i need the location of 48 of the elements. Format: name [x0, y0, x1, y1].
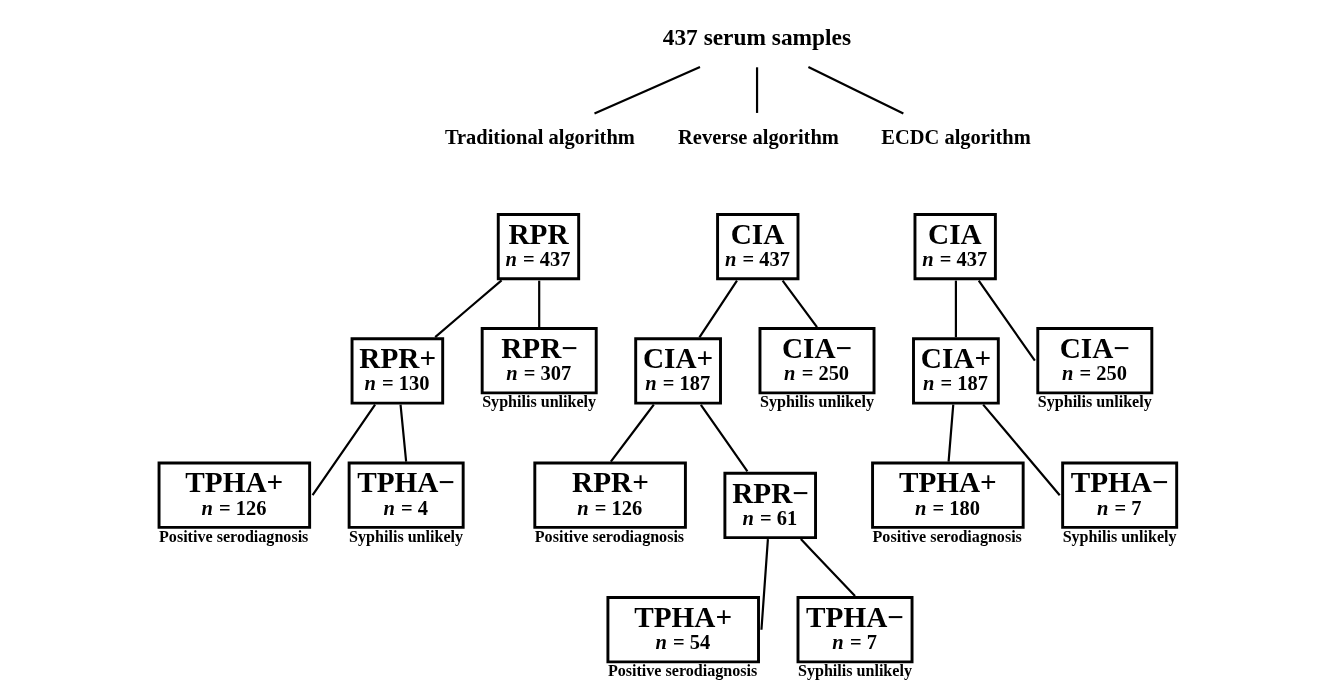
- node-label: Positive serodiagnosis: [534, 527, 684, 545]
- node-box: TPHA− n = 7: [796, 596, 913, 664]
- connector: [977, 280, 1036, 362]
- node-label: Positive serodiagnosis: [158, 527, 308, 545]
- connector: [759, 539, 769, 630]
- connector: [698, 280, 738, 338]
- connector: [537, 280, 540, 328]
- node-box: TPHA+ n = 180: [870, 461, 1025, 529]
- node-box: CIA n = 437: [715, 213, 799, 281]
- connector: [398, 404, 407, 462]
- node-box: CIA− n = 250: [758, 327, 875, 395]
- connector: [699, 404, 748, 472]
- node-box: RPR+ n = 126: [532, 461, 687, 529]
- connector: [799, 538, 856, 597]
- node-box: RPR+ n = 130: [350, 337, 444, 405]
- connector: [593, 66, 700, 115]
- node-label: Syphilis unlikely: [1062, 527, 1177, 545]
- node-box: RPR− n = 61: [722, 471, 817, 540]
- node-box: TPHA+ n = 54: [605, 596, 760, 664]
- node-label: Positive serodiagnosis: [872, 527, 1022, 545]
- node-box: RPR− n = 307: [480, 327, 598, 395]
- node-text: 437 serum samples: [662, 23, 851, 50]
- node-box: TPHA− n = 7: [1060, 461, 1178, 529]
- node-box: TPHA− n = 4: [347, 461, 465, 529]
- node-box: RPR n = 437: [496, 213, 580, 281]
- node-text: ECDC algorithm: [880, 125, 1031, 148]
- connector: [981, 403, 1061, 496]
- node-label: Syphilis unlikely: [1037, 393, 1152, 411]
- connector: [609, 403, 655, 463]
- node-label: Syphilis unlikely: [759, 393, 874, 411]
- node-box: CIA+ n = 187: [633, 337, 722, 405]
- connector: [311, 404, 376, 496]
- node-text: Traditional algorithm: [444, 125, 635, 148]
- node-label: Syphilis unlikely: [481, 393, 596, 411]
- node-box: CIA− n = 250: [1035, 327, 1153, 395]
- node-text: Reverse algorithm: [677, 125, 839, 148]
- node-label: Syphilis unlikely: [348, 527, 463, 545]
- connector: [781, 280, 818, 328]
- node-label: Positive serodiagnosis: [607, 662, 757, 680]
- node-box: CIA+ n = 187: [911, 337, 1000, 405]
- node-label: Syphilis unlikely: [797, 662, 912, 680]
- connector: [947, 404, 954, 462]
- connector: [755, 67, 758, 113]
- connector: [433, 279, 502, 338]
- connector: [954, 280, 957, 338]
- node-box: CIA n = 437: [913, 213, 997, 281]
- node-box: TPHA+ n = 126: [157, 461, 311, 529]
- connector: [807, 66, 904, 115]
